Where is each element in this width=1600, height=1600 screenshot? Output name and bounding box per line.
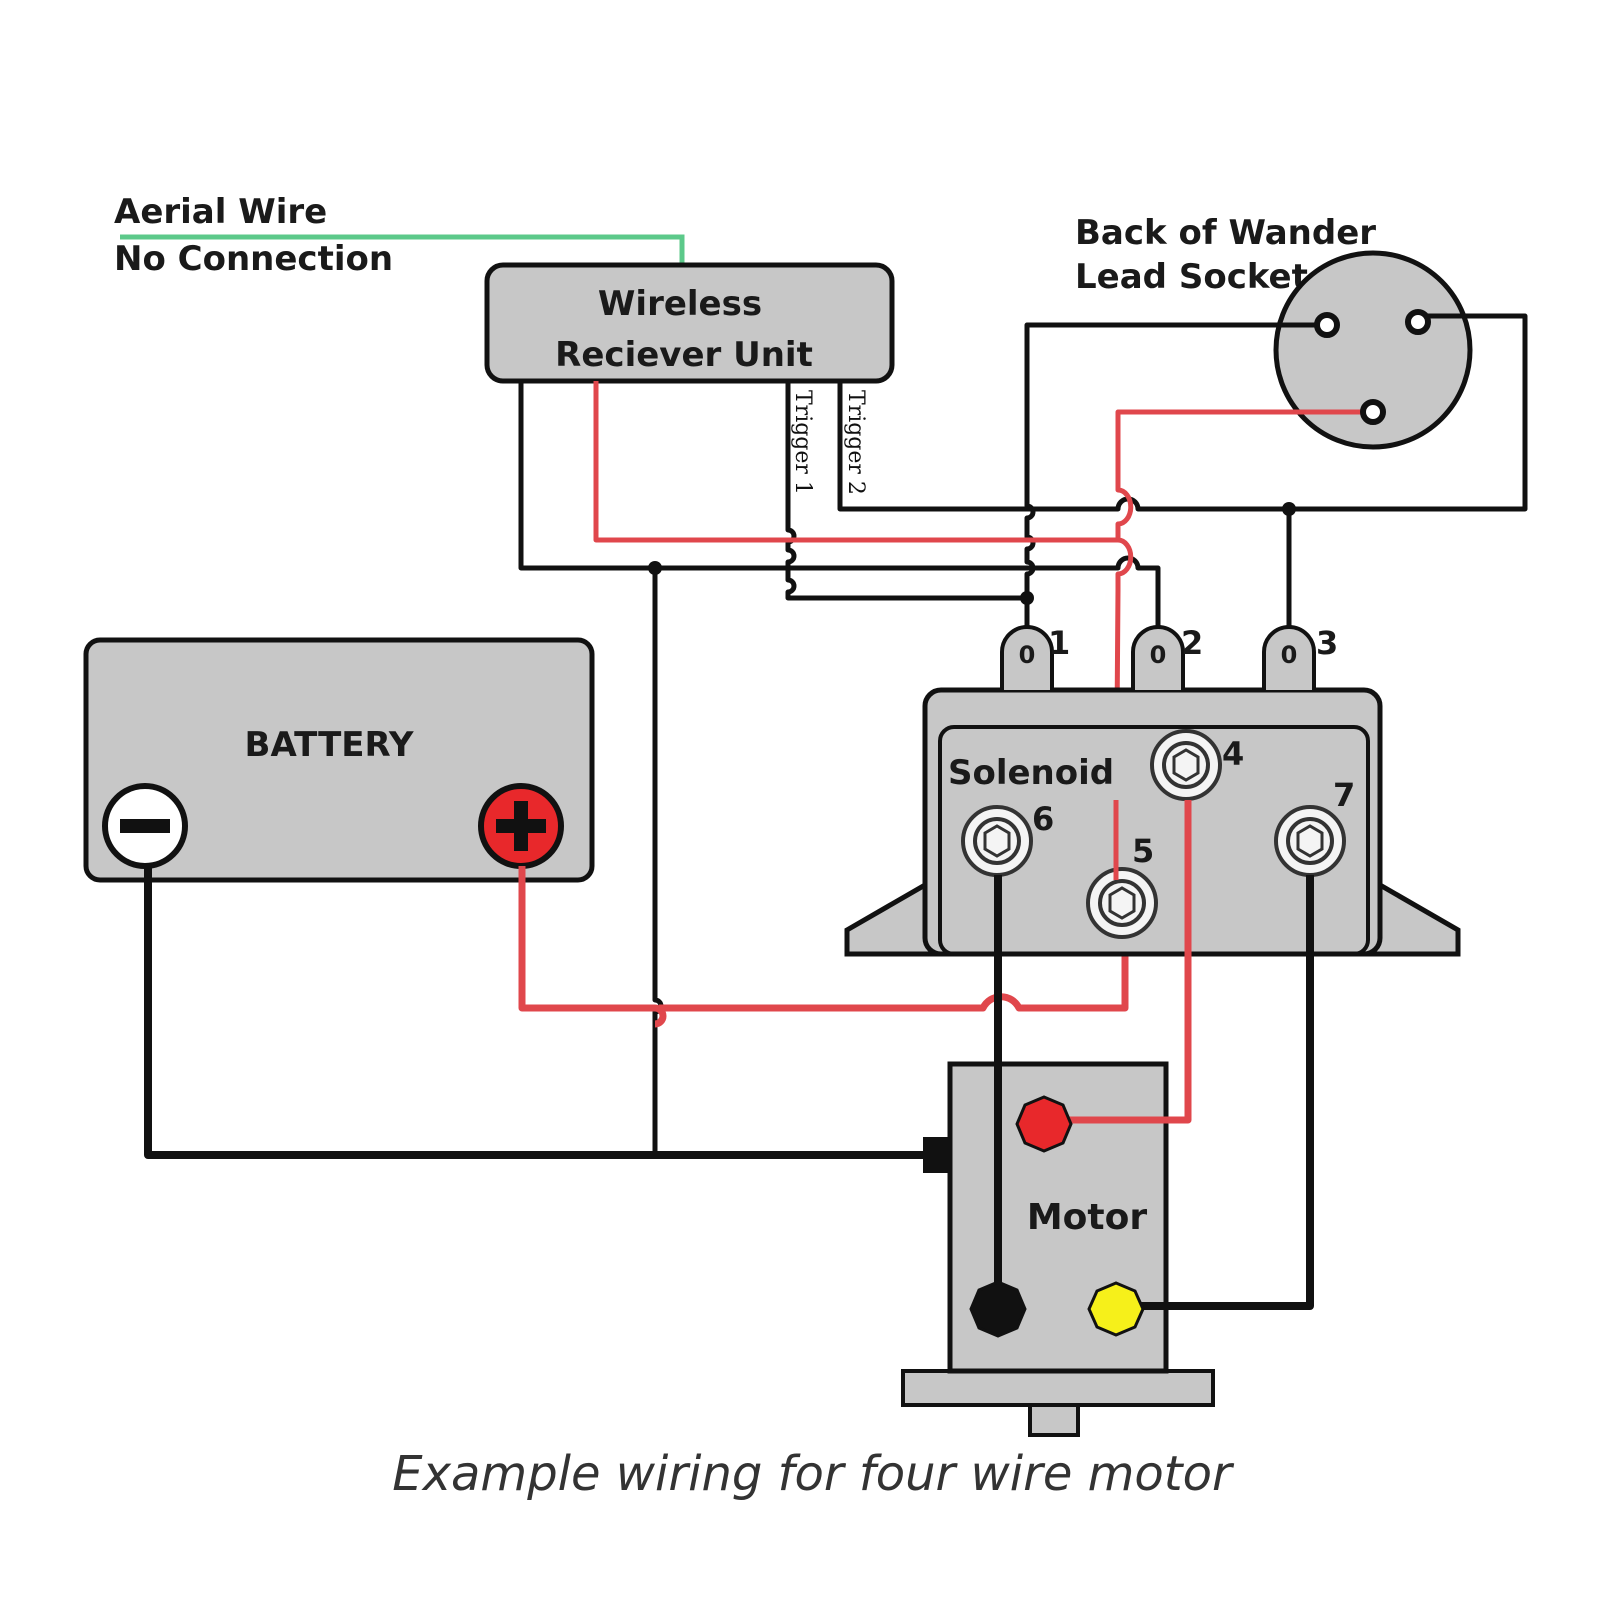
aerial-wire-label: Aerial Wire xyxy=(114,192,327,232)
motor-label: Motor xyxy=(1027,1197,1147,1238)
socket-pin-bottom xyxy=(1360,399,1386,425)
receiver-label-line2: Reciever Unit xyxy=(555,335,813,375)
terminal-6-label: 6 xyxy=(1032,800,1054,838)
solenoid-tab-3: 0 xyxy=(1262,625,1316,690)
solenoid-inner-panel xyxy=(938,725,1370,956)
solenoid-tab-1: 0 xyxy=(1000,625,1054,690)
socket-label-line1: Back of Wander xyxy=(1075,213,1376,253)
socket-pin-left xyxy=(1314,312,1340,338)
terminal-4-to-motor-wire xyxy=(1055,800,1192,1124)
terminal-4-label: 4 xyxy=(1222,735,1244,773)
terminal-7-stud xyxy=(1274,805,1346,877)
receiver-positive-wire xyxy=(593,381,1118,543)
socket-positive-wire xyxy=(1113,409,1370,857)
solenoid-label: Solenoid xyxy=(948,753,1114,793)
trigger1-label: Trigger 1 xyxy=(790,390,815,495)
terminal-7-label: 7 xyxy=(1333,776,1355,814)
svg-text:0: 0 xyxy=(1019,641,1036,669)
wander-lead-socket xyxy=(1273,250,1473,450)
wireless-receiver-unit xyxy=(484,262,895,384)
terminal-3-label: 3 xyxy=(1316,624,1338,662)
ground-junction xyxy=(648,561,662,575)
svg-text:0: 0 xyxy=(1150,641,1167,669)
battery-label: BATTERY xyxy=(245,725,414,765)
svg-text:0: 0 xyxy=(1281,641,1298,669)
terminal-5-stud xyxy=(1086,867,1158,939)
plus-icon xyxy=(496,801,546,851)
motor-red-terminal xyxy=(1015,1095,1073,1153)
terminal-7-to-motor-wire xyxy=(1116,875,1314,1310)
ground-bus-wire xyxy=(652,568,664,1152)
motor-mount-plate xyxy=(901,1369,1215,1407)
minus-icon xyxy=(120,819,170,833)
trigger1-wire xyxy=(785,381,1027,601)
motor-shaft xyxy=(1028,1403,1080,1437)
t1-junction xyxy=(1020,591,1034,605)
terminal-6-stud xyxy=(961,805,1033,877)
socket-pin-right xyxy=(1405,309,1431,335)
receiver-label-line1: Wireless xyxy=(598,284,762,324)
terminal-4-stud xyxy=(1150,729,1222,801)
aerial-wire xyxy=(120,234,685,265)
aerial-wire-note: No Connection xyxy=(114,239,393,279)
socket-label-line2: Lead Socket xyxy=(1075,257,1308,297)
battery-positive-cable xyxy=(518,866,1129,1028)
terminal-5-label: 5 xyxy=(1132,832,1154,870)
t3-junction xyxy=(1282,502,1296,516)
motor-ground-lug xyxy=(923,1137,950,1173)
solenoid-tab-2: 0 xyxy=(1131,625,1185,690)
terminal-2-label: 2 xyxy=(1181,624,1203,662)
trigger2-label: Trigger 2 xyxy=(843,390,868,495)
battery xyxy=(83,637,595,883)
battery-negative-cable xyxy=(144,866,935,1159)
terminal-1-label: 1 xyxy=(1048,624,1070,662)
motor-black-terminal xyxy=(969,1280,1027,1338)
motor-yellow-terminal xyxy=(1087,1281,1145,1337)
diagram-caption: Example wiring for four wire motor xyxy=(392,1446,1235,1502)
